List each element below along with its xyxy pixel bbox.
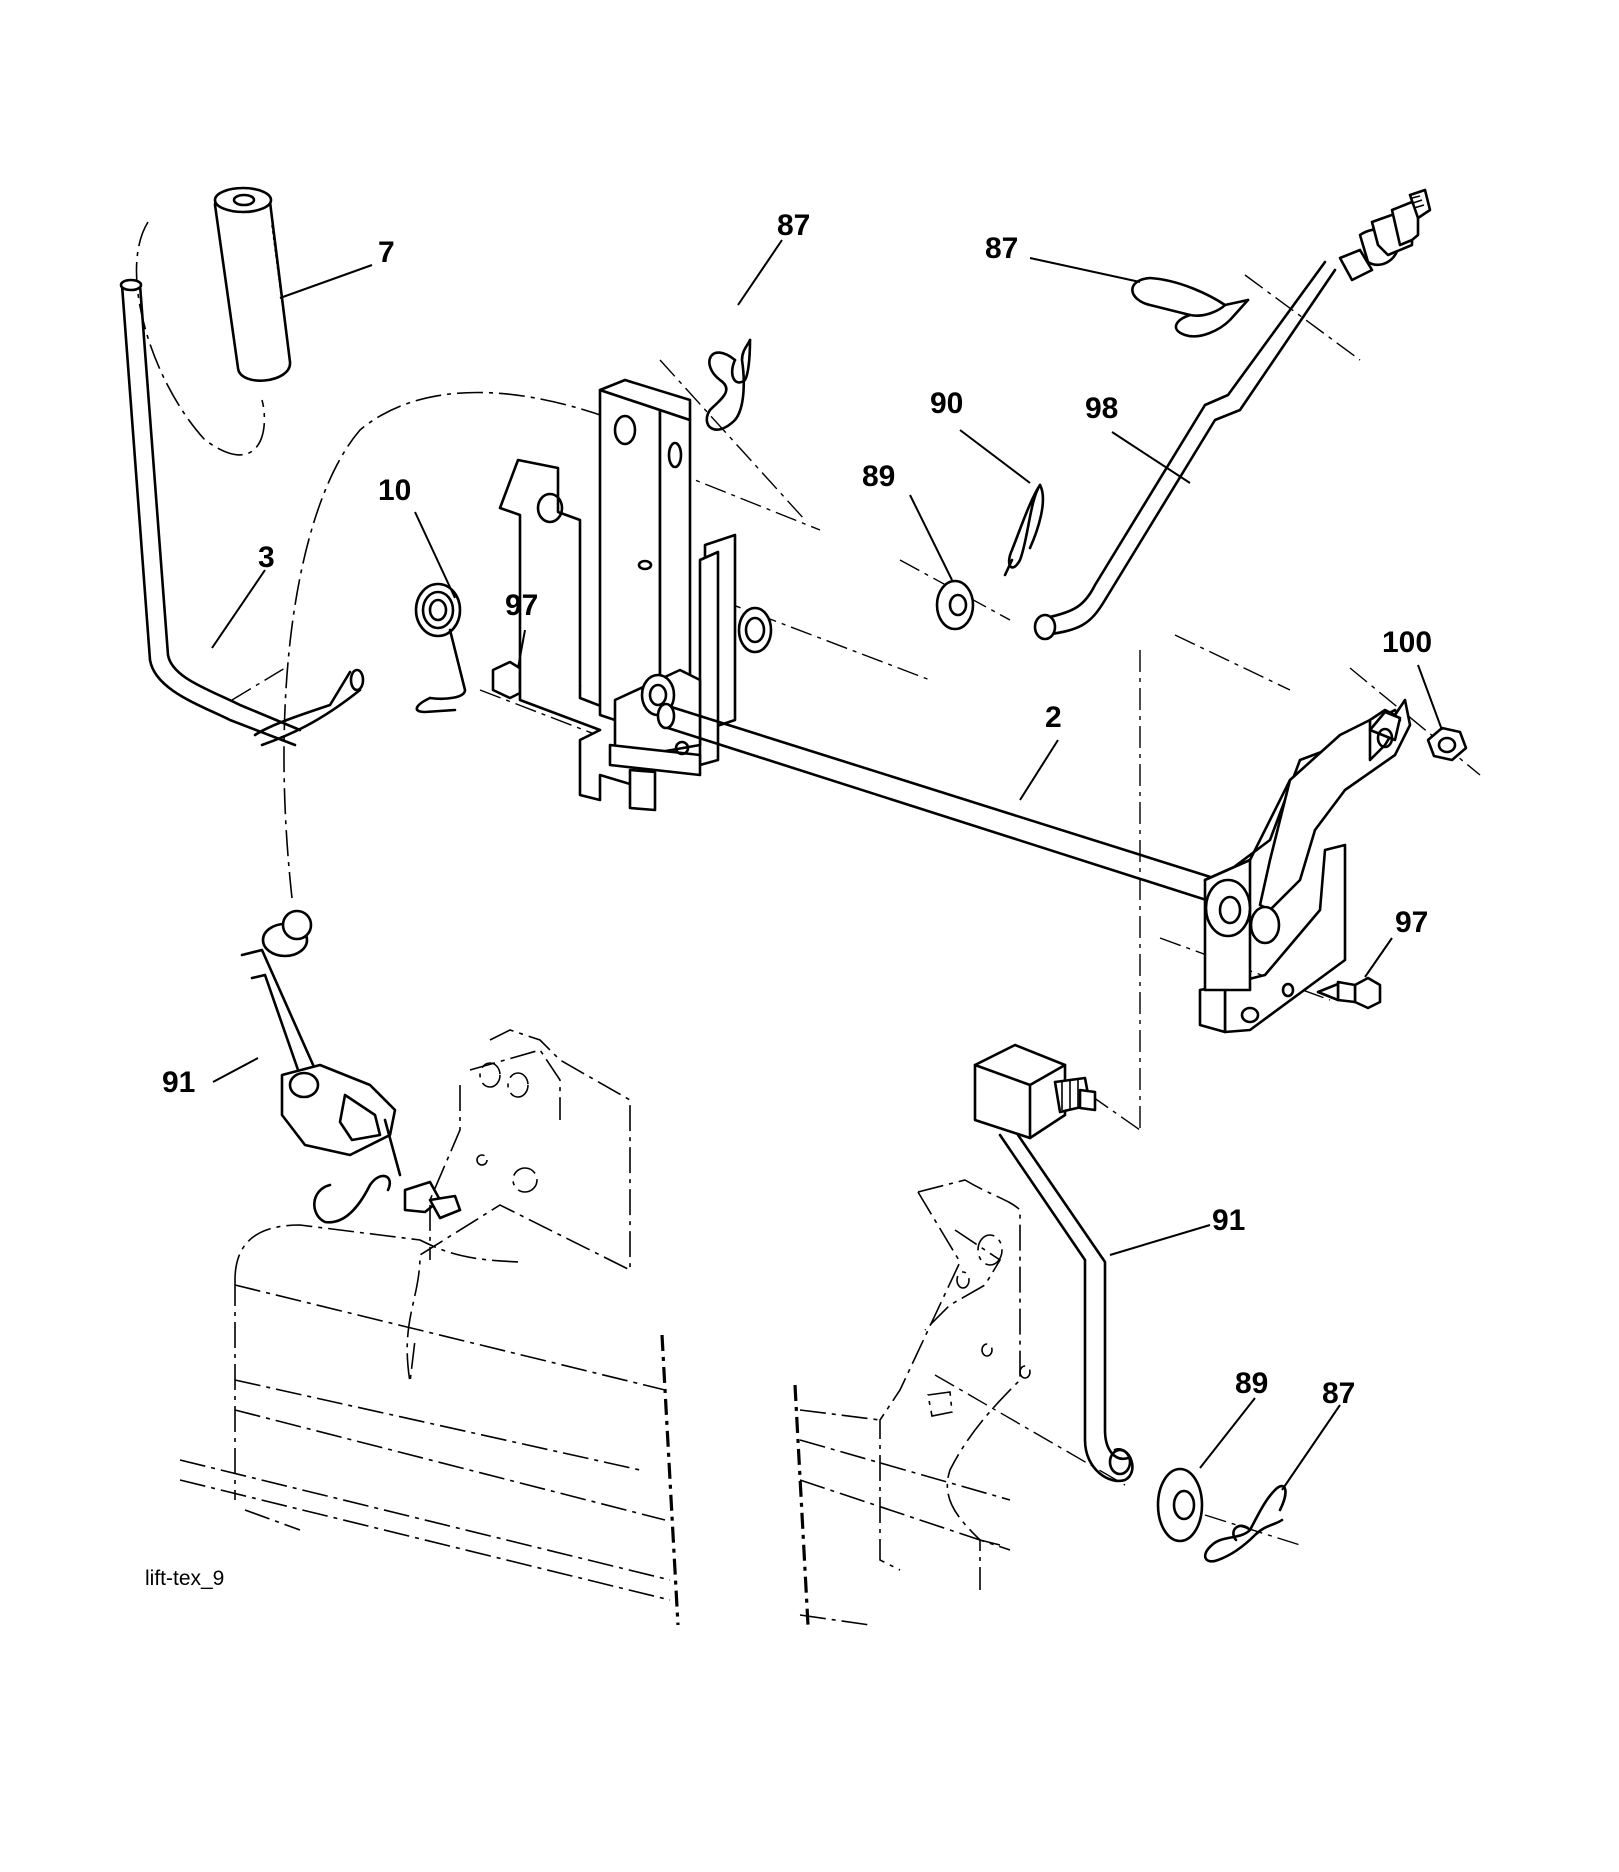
adjustment-rod-part-98 [1033,188,1432,641]
handle-grip-part-7 [213,186,292,382]
washer-part-89-lower [1156,1467,1204,1543]
hairpin-clip-part-87-lower [1203,1484,1287,1563]
callout-87-upper-right: 87 [985,232,1018,265]
callout-97-right: 97 [1395,906,1428,939]
callout-7: 7 [378,236,395,269]
callout-87-upper-left: 87 [777,209,810,242]
lift-link-part-91-right [973,1043,1134,1483]
callout-90: 90 [930,387,963,420]
bolt-part-97-right [1316,976,1382,1010]
callout-98: 98 [1085,392,1118,425]
diagram-caption: lift-tex_9 [145,1567,224,1590]
clip-part-90 [1003,483,1045,577]
callout-3: 3 [258,541,275,574]
hairpin-clip-part-87-upper-left [705,338,752,431]
deck-phantom-left [179,1029,680,1626]
callout-89-lower: 89 [1235,1367,1268,1400]
callout-labels: 7 3 10 97 87 87 90 98 89 100 2 97 91 91 … [162,209,1432,1410]
hairpin-clip-part-87-upper-right [1131,276,1250,338]
callout-91-right: 91 [1212,1204,1245,1237]
callout-91-left: 91 [162,1066,195,1099]
lift-arm-right [1198,698,1412,1034]
callout-leaders [211,239,1443,1491]
nut-part-100 [1426,726,1468,762]
lift-lever-part-3 [119,278,365,747]
deck-phantom-right [793,1179,1031,1626]
torsion-spring-part-10 [414,582,467,714]
callout-89-upper: 89 [862,460,895,493]
callout-10: 10 [378,474,411,507]
callout-97-left: 97 [505,589,538,622]
washer-part-89-upper [935,579,975,631]
lift-shaft-part-2 [656,702,1224,907]
callout-2: 2 [1045,701,1062,734]
callout-100: 100 [1382,626,1432,659]
main-bracket [498,378,773,812]
callout-87-lower: 87 [1322,1377,1355,1410]
lift-link-part-91-left [240,909,462,1224]
